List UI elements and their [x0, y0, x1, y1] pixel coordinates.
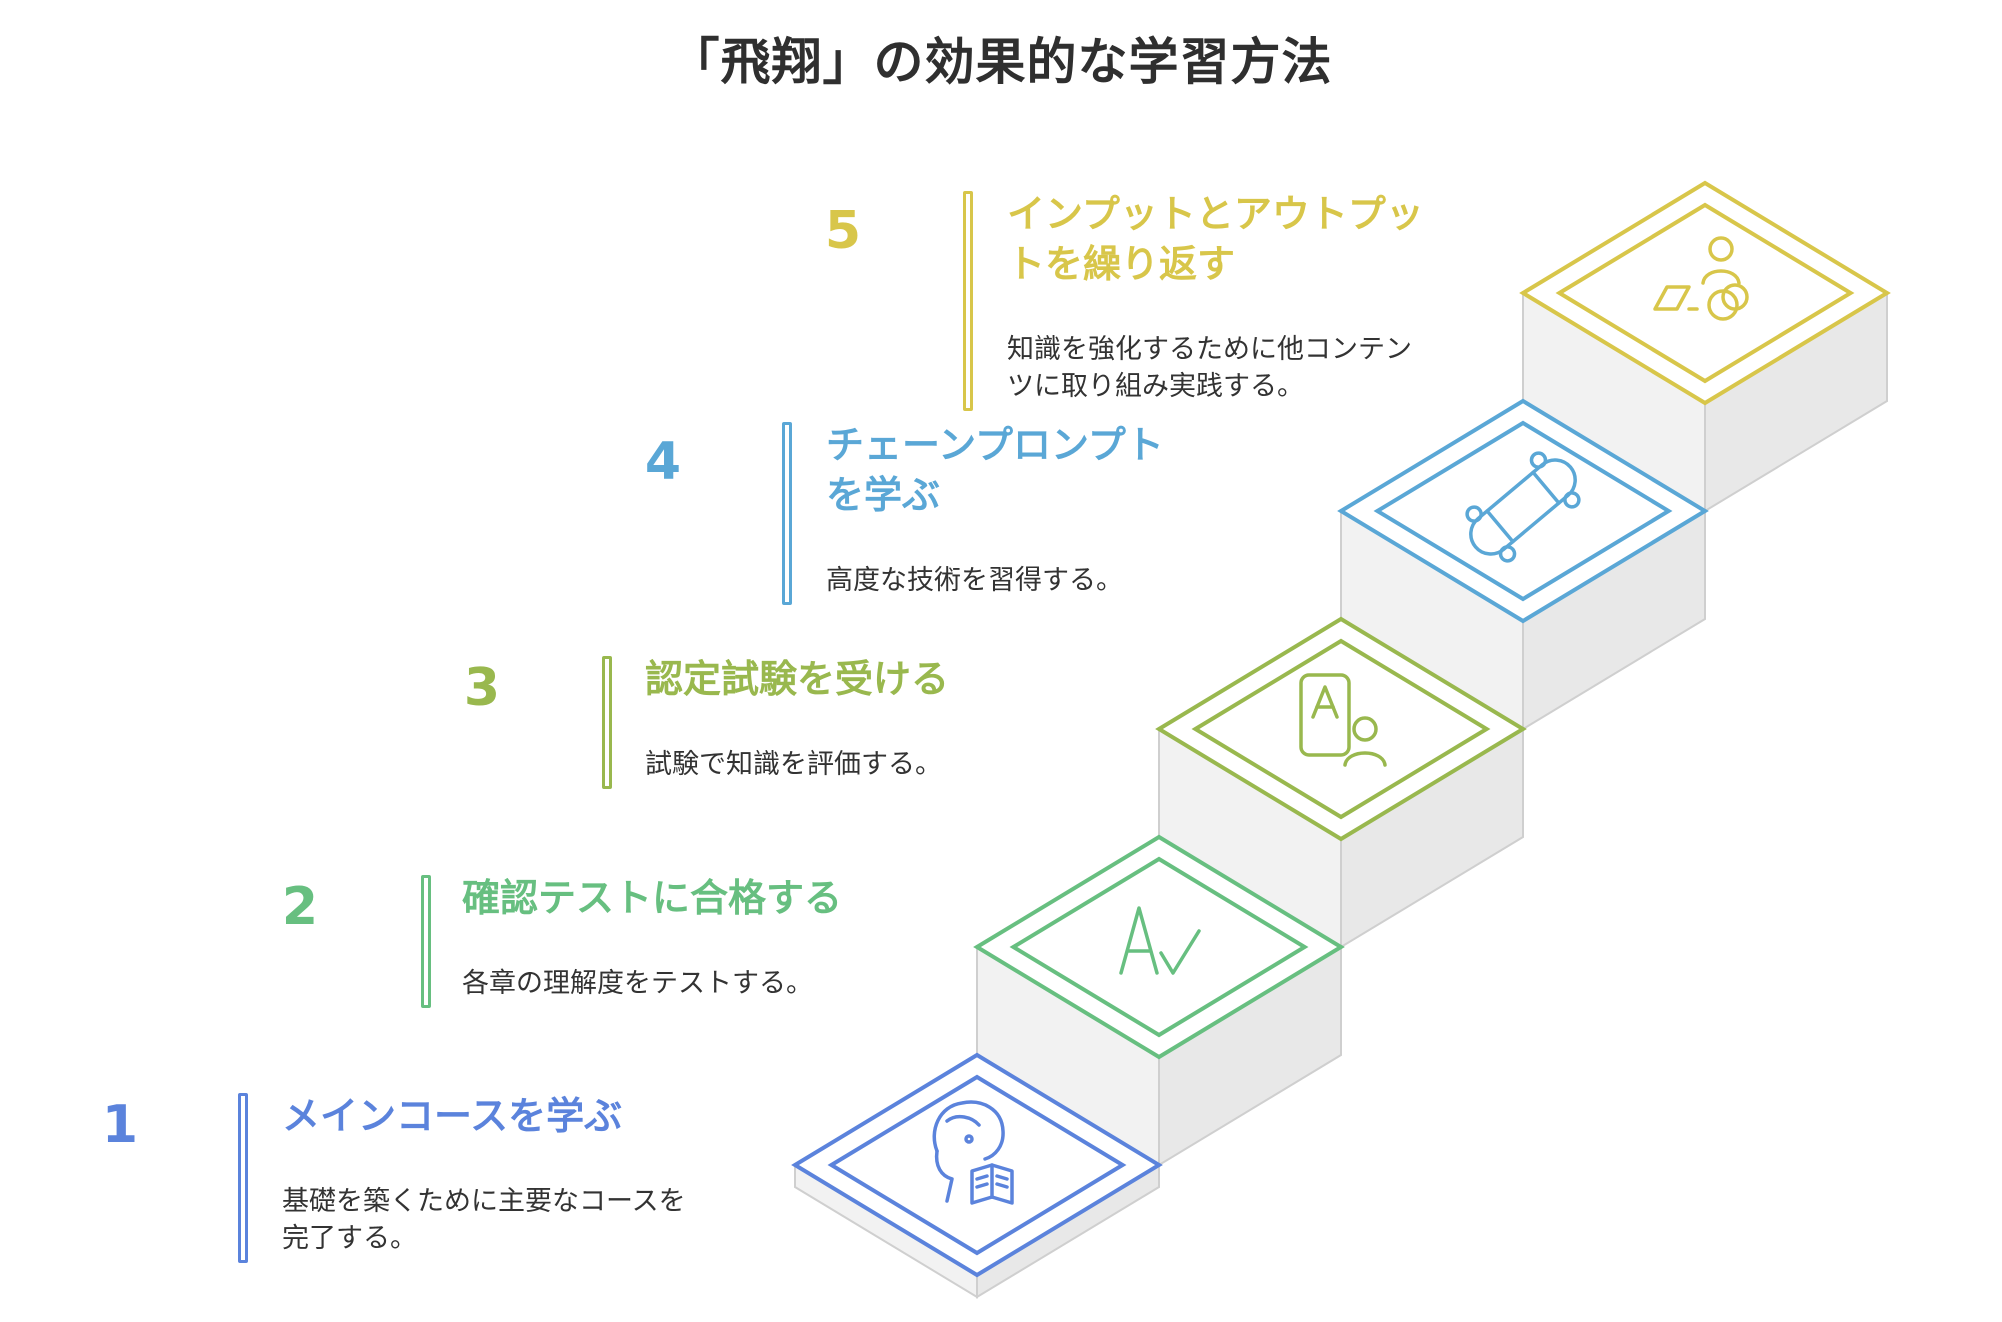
- step-description-line: ツに取り組み実践する。: [1007, 371, 1304, 402]
- step-description: 各章の理解度をテストする。: [462, 965, 962, 1002]
- step-description: 試験で知識を評価する。: [645, 746, 1145, 783]
- step-heading: 確認テストに合格する: [462, 873, 982, 923]
- step-3: [1155, 616, 1527, 949]
- step-description-line: 基礎を築くために主要なコースを: [282, 1186, 686, 1217]
- skateboard-icon: [1465, 451, 1581, 563]
- step-description: 知識を強化するために他コンテンツに取り組み実践する。: [1007, 331, 1507, 405]
- step-tread-inner-4: [1373, 420, 1673, 602]
- step-tread-4: [1337, 398, 1709, 624]
- step-number: 1: [101, 1095, 139, 1155]
- diagram-title: 「飛翔」の効果的な学習方法: [669, 33, 1333, 91]
- step-tread-3: [1155, 616, 1527, 842]
- step-accent-bar: [602, 656, 612, 789]
- step-heading: チェーンプロンプトを学ぶ: [826, 420, 1346, 520]
- step-heading: インプットとアウトプットを繰り返す: [1007, 189, 1527, 289]
- step-tread-inner-2: [1009, 856, 1309, 1038]
- step-description-line: 試験で知識を評価する。: [645, 749, 942, 780]
- step-heading-line: 確認テストに合格する: [462, 876, 843, 920]
- step-description-line: 各章の理解度をテストする。: [462, 968, 813, 999]
- step-tread-inner-1: [827, 1074, 1127, 1256]
- step-description-line: 知識を強化するために他コンテン: [1007, 334, 1412, 365]
- step-description-line: 高度な技術を習得する。: [826, 565, 1123, 596]
- step-heading-line: チェーンプロンプト: [826, 423, 1164, 467]
- step-tread-5: [1519, 180, 1891, 406]
- step-4: [1337, 398, 1709, 731]
- step-tread-inner-3: [1191, 638, 1491, 820]
- step-heading-line: 認定試験を受ける: [645, 657, 950, 701]
- practice-person-icon: [1653, 236, 1749, 321]
- step-heading: 認定試験を受ける: [645, 654, 1165, 704]
- step-accent-bar: [238, 1093, 248, 1263]
- step-heading: メインコースを学ぶ: [282, 1091, 802, 1141]
- step-description: 基礎を築くために主要なコースを完了する。: [282, 1183, 782, 1257]
- step-number: 2: [281, 877, 319, 937]
- step-heading-line: インプットとアウトプッ: [1007, 192, 1424, 236]
- step-accent-bar: [782, 422, 792, 605]
- step-accent-bar: [421, 875, 431, 1008]
- step-number: 3: [463, 658, 501, 718]
- step-number: 4: [644, 432, 682, 492]
- step-tread-inner-5: [1555, 202, 1855, 384]
- reading-person-icon: [932, 1100, 1014, 1205]
- step-accent-bar: [963, 191, 973, 411]
- step-heading-line: トを繰り返す: [1007, 242, 1236, 286]
- step-5: [1519, 180, 1891, 513]
- step-heading-line: を学ぶ: [826, 473, 941, 517]
- step-tread-2: [973, 834, 1345, 1060]
- step-description: 高度な技術を習得する。: [826, 562, 1326, 599]
- step-description-line: 完了する。: [282, 1223, 417, 1254]
- grade-check-icon: [1119, 906, 1201, 975]
- step-tread-1: [791, 1052, 1163, 1278]
- step-number: 5: [824, 201, 862, 261]
- exam-candidate-icon: [1299, 673, 1387, 767]
- step-heading-line: メインコースを学ぶ: [282, 1094, 623, 1138]
- step-2: [973, 834, 1345, 1167]
- step-1: [791, 1052, 1163, 1299]
